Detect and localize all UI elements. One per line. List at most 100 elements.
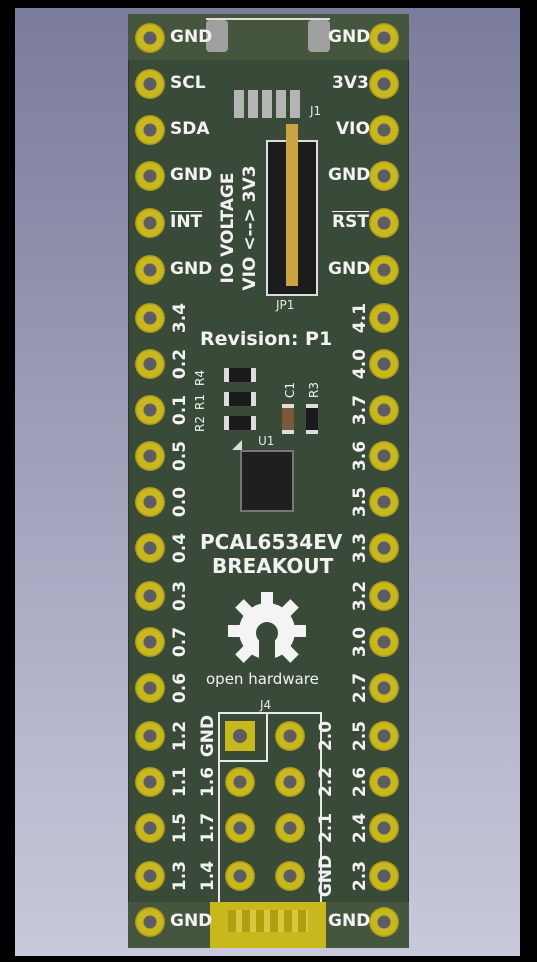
pad-left-19: [135, 861, 165, 891]
io-voltage-label: IO VOLTAGE: [218, 172, 238, 284]
label-left-port-2: 0.2: [170, 348, 190, 380]
label-j4-right-3: 2.1: [316, 812, 336, 844]
label-left-gnd-3: GND: [170, 259, 213, 279]
usb-shield-right: [308, 20, 330, 52]
label-right-port-2: 4.0: [350, 348, 370, 380]
pad-right-18: [369, 813, 399, 843]
label-right-port-3: 3.7: [350, 394, 370, 426]
pad-right-10: [369, 441, 399, 471]
ref-jp1: JP1: [276, 298, 295, 312]
bottom-connector-slot: [228, 910, 308, 932]
j4-pad-6: [275, 813, 305, 843]
title-line1: PCAL6534EV: [200, 530, 343, 554]
pad-right-20: [369, 907, 399, 937]
label-right-port-6: 3.3: [350, 532, 370, 564]
ref-r3: R3: [307, 382, 321, 398]
title-line2: BREAKOUT: [212, 554, 334, 578]
pad-right-6: [369, 255, 399, 285]
pad-left-6: [135, 255, 165, 285]
label-left-port-4: 0.5: [170, 440, 190, 472]
ref-u1: U1: [258, 434, 275, 448]
label-j4-right-1: 2.0: [316, 720, 336, 752]
pad-left-11: [135, 487, 165, 517]
pad-left-8: [135, 349, 165, 379]
ic-u1: [240, 450, 294, 512]
j4-pad-5: [225, 813, 255, 843]
ref-r1: R1: [193, 394, 207, 410]
j4-pad-3: [225, 767, 255, 797]
pad-right-8: [369, 349, 399, 379]
label-right-gnd-1: GND: [328, 27, 371, 47]
pad-right-14: [369, 627, 399, 657]
pad-left-4: [135, 161, 165, 191]
pcb-board: J1 JP1 IO VOLTAGE VIO <--> 3V3 Revision:…: [128, 14, 409, 948]
label-left-int: INT: [170, 212, 203, 232]
ref-j4: J4: [260, 698, 272, 712]
label-right-port-4: 3.6: [350, 440, 370, 472]
label-bottom-left-gnd: GND: [170, 911, 213, 931]
pin1-marker: [232, 440, 242, 450]
label-left-port-11: 1.1: [170, 766, 190, 798]
label-right-rst: RST: [332, 212, 369, 232]
usb-pins: [234, 90, 302, 118]
pad-right-12: [369, 533, 399, 563]
label-left-port-13: 1.3: [170, 860, 190, 892]
label-right-port-5: 3.5: [350, 486, 370, 518]
usb-connector: [206, 18, 330, 52]
label-left-port-9: 0.6: [170, 672, 190, 704]
label-right-port-10: 2.5: [350, 720, 370, 752]
pad-left-17: [135, 767, 165, 797]
pad-right-3: [369, 115, 399, 145]
pad-right-4: [369, 161, 399, 191]
label-j4-left-4: 1.4: [198, 860, 218, 892]
ref-j1: J1: [310, 104, 322, 118]
pad-right-13: [369, 581, 399, 611]
label-right-port-9: 2.7: [350, 672, 370, 704]
ref-r4: R4: [193, 370, 207, 386]
label-right-port-8: 3.0: [350, 626, 370, 658]
open-hardware-text: open hardware: [206, 670, 319, 688]
label-j4-left-2: 1.6: [198, 766, 218, 798]
pad-right-2: [369, 69, 399, 99]
label-left-port-12: 1.5: [170, 812, 190, 844]
label-right-port-11: 2.6: [350, 766, 370, 798]
label-left-port-5: 0.0: [170, 486, 190, 518]
resistor-r2: [224, 416, 256, 430]
resistor-r4: [224, 368, 256, 382]
pad-left-13: [135, 581, 165, 611]
revision-text: Revision: P1: [200, 328, 333, 350]
label-j4-left-1: GND: [198, 714, 218, 758]
j4-notch: [218, 712, 268, 762]
pad-left-20: [135, 907, 165, 937]
jumper-pin-3: [286, 230, 298, 286]
label-right-port-1: 4.1: [350, 302, 370, 334]
label-bottom-right-gnd: GND: [328, 911, 371, 931]
label-right-port-7: 3.2: [350, 580, 370, 612]
pad-left-1: [135, 23, 165, 53]
ref-c1: C1: [283, 381, 297, 399]
label-left-port-8: 0.7: [170, 626, 190, 658]
label-right-port-12: 2.4: [350, 812, 370, 844]
j4-pad-4: [275, 767, 305, 797]
label-j4-right-2: 2.2: [316, 766, 336, 798]
label-left-gnd-2: GND: [170, 165, 213, 185]
label-right-vio: VIO: [336, 119, 370, 139]
label-left-port-7: 0.3: [170, 580, 190, 612]
label-right-gnd-3: GND: [328, 259, 371, 279]
ref-r2: R2: [193, 416, 207, 432]
pad-right-16: [369, 721, 399, 751]
label-left-gnd-1: GND: [170, 27, 213, 47]
usb-shield-left: [206, 20, 228, 52]
label-j4-left-3: 1.7: [198, 812, 218, 844]
label-left-scl: SCL: [170, 73, 206, 93]
open-hardware-gear-icon: [228, 592, 306, 672]
pad-left-7: [135, 303, 165, 333]
label-left-port-10: 1.2: [170, 720, 190, 752]
pad-left-2: [135, 69, 165, 99]
capacitor-c1: [282, 404, 294, 434]
pad-left-9: [135, 395, 165, 425]
j4-pad-7: [225, 861, 255, 891]
pad-left-5: [135, 208, 165, 238]
j4-pad-8: [275, 861, 305, 891]
vio-3v3-label: VIO <--> 3V3: [240, 165, 260, 291]
